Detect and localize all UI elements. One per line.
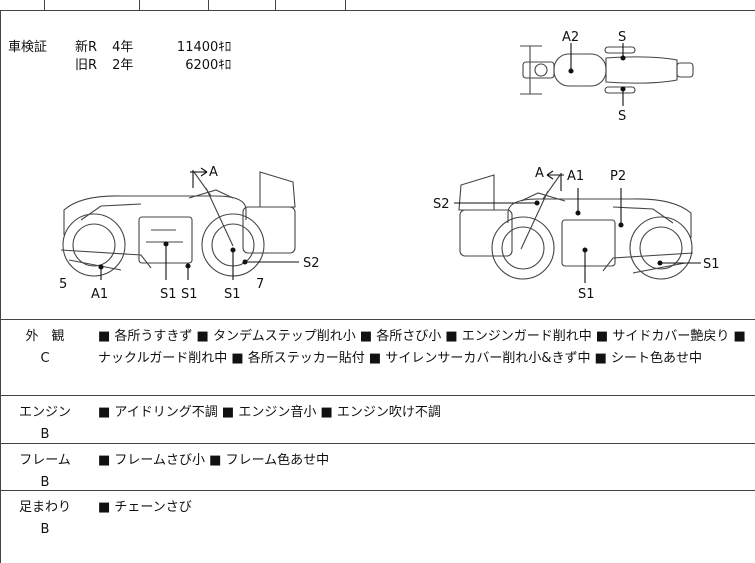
condition-row-exterior: 外 観 C ■ 各所うすきず ■ タンデムステップ削れ小 ■ 各所さび小 ■ エ… [1,320,755,396]
condition-row-suspension: 足まわり B ■ チェーンさび [1,491,755,563]
condition-description: ■ チェーンさび [98,500,192,515]
condition-description: ■ アイドリング不調 ■ エンジン音小 ■ エンジン吹け不調 [98,405,441,420]
category-label: 足まわり [18,500,71,515]
condition-table: 外 観 C ■ 各所うすきず ■ タンデムステップ削れ小 ■ 各所さび小 ■ エ… [0,320,755,563]
marker-label: S [618,30,626,45]
condition-row-engine: エンジン B ■ アイドリング不調 ■ エンジン音小 ■ エンジン吹け不調 [1,396,755,444]
marker-label: S1 [224,287,241,302]
registration-row-old: 旧R 2年 6200ｷﾛ [75,57,231,75]
right-side-markers [454,170,701,283]
marker-label: A [209,165,218,180]
header-cell [0,0,45,10]
condition-category: 足まわり B [1,497,89,541]
top-view-markers [568,43,626,106]
condition-category: フレーム B [1,450,89,494]
grade-label: C [40,351,50,366]
marker-label: S [618,109,626,124]
registration-years: 4年 [112,40,134,55]
category-label: フレーム [19,453,71,468]
registration-label: 車検証 [8,40,48,55]
condition-category: 外 観 C [1,326,89,370]
registration-type: 新R [75,40,98,55]
header-cell [275,0,346,10]
grade-label: B [40,475,50,490]
registration-row-new: 新R 4年 11400ｷﾛ [75,39,231,57]
top-view-motorcycle [520,45,694,95]
condition-description: ■ 各所うすきず ■ タンデムステップ削れ小 ■ 各所さび小 ■ エンジンガード… [98,329,746,366]
left-side-markers [98,167,299,280]
grade-label: B [40,522,50,537]
condition-row-frame: フレーム B ■ フレームさび小 ■ フレーム色あせ中 [1,444,755,491]
registration-amount: 11400ｷﾛ [176,40,232,55]
registration-type: 旧R [75,58,98,73]
motorcycle-diagram: A2 S S [59,30,720,302]
category-label: エンジン [18,405,71,420]
condition-category: エンジン B [1,402,89,446]
marker-label: 5 [59,277,67,292]
marker-label: A1 [567,169,584,184]
category-label: 外 観 [25,329,65,344]
marker-label: P2 [610,169,626,184]
marker-label: S2 [303,256,320,271]
registration-amount: 6200ｷﾛ [185,58,232,73]
marker-label: A2 [562,30,579,45]
marker-label: A [535,166,544,181]
left-side-motorcycle [60,171,296,277]
condition-description: ■ フレームさび小 ■ フレーム色あせ中 [98,453,330,468]
marker-label: 7 [256,277,264,292]
header-cell [139,0,209,10]
header-cell [208,0,276,10]
marker-label: S1 [160,287,177,302]
marker-label: S2 [433,197,450,212]
header-cell [44,0,140,10]
diagram-panel: 車検証 新R 4年 11400ｷﾛ 旧R 2年 6200ｷﾛ [0,10,755,320]
marker-label: S1 [181,287,198,302]
grade-label: B [40,427,50,442]
marker-label: S1 [578,287,595,302]
registration-years: 2年 [112,58,134,73]
table-header-strip [0,0,755,11]
marker-label: S1 [703,257,720,272]
marker-label: A1 [91,287,108,302]
right-side-motorcycle [458,174,694,280]
